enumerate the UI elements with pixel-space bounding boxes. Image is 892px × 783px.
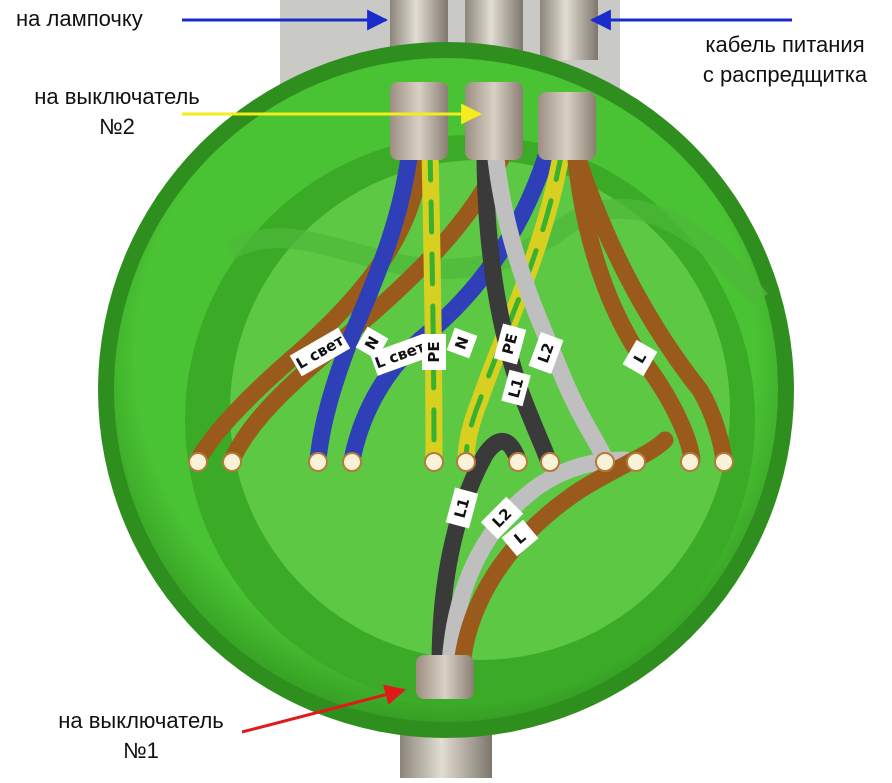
label-switch1-line2: №1 — [123, 738, 159, 763]
tip-5 — [424, 452, 444, 472]
svg-text:L2: L2 — [534, 341, 558, 366]
tag-pe-1: PE — [422, 334, 446, 370]
wire-pe-1-stripe — [427, 147, 437, 463]
svg-text:L1: L1 — [451, 496, 474, 520]
top-conduits — [390, 0, 598, 60]
tip-1 — [188, 452, 208, 472]
label-switch1: на выключатель №1 — [26, 706, 256, 766]
tag-pe-2: PE — [493, 323, 527, 365]
wire-brown-l-right-2 — [566, 141, 733, 469]
tip-12 — [714, 452, 734, 472]
sleeve-switch1 — [416, 655, 474, 699]
tip-11 — [680, 452, 700, 472]
tip-10 — [626, 452, 646, 472]
annotation-arrows — [182, 9, 792, 734]
sleeve-switch2 — [465, 82, 523, 160]
tag-l-bottom: L — [501, 519, 539, 557]
tag-n-2: N — [446, 327, 478, 359]
wire-blue-n-1 — [309, 141, 419, 469]
cable-sleeves — [390, 82, 596, 699]
tip-6 — [456, 452, 476, 472]
wire-brown-lsvet-1 — [189, 141, 429, 469]
tip-8 — [540, 452, 560, 472]
label-power-cable-line1: кабель питания — [705, 32, 865, 57]
wire-grey-l2-bottom — [441, 451, 634, 674]
wire-label-tags: L свет N L свет PE N PE L2 L1 — [289, 323, 658, 557]
tip-2 — [222, 452, 242, 472]
arrow-switch1 — [241, 684, 407, 734]
svg-text:L1: L1 — [505, 376, 528, 400]
tip-7 — [508, 452, 528, 472]
svg-text:PE: PE — [425, 341, 443, 362]
svg-text:PE: PE — [499, 331, 522, 356]
sleeve-lamp — [390, 82, 448, 160]
wire-black-l1-bottom — [431, 433, 527, 674]
tag-l2-top: L2 — [528, 331, 564, 375]
tip-9 — [595, 452, 615, 472]
conduit-power — [540, 0, 598, 60]
label-switch2-line2: №2 — [99, 114, 135, 139]
tip-4 — [342, 452, 362, 472]
label-power-cable-line2: с распредщитка — [702, 62, 868, 87]
label-lamp: на лампочку — [16, 6, 143, 31]
svg-text:N: N — [451, 334, 472, 352]
tag-l-right: L — [622, 339, 658, 377]
label-power-cable: кабель питания с распредщитка — [690, 30, 880, 90]
wire-pe-2-stripe — [463, 147, 565, 463]
tag-l1-top: L1 — [501, 369, 531, 407]
label-switch2-line1: на выключатель — [34, 84, 200, 109]
label-switch2: на выключатель №2 — [12, 82, 222, 142]
wire-tips — [188, 452, 734, 472]
label-switch1-line1: на выключатель — [58, 708, 224, 733]
sleeve-power — [538, 92, 596, 160]
tag-l1-bottom: L1 — [445, 487, 479, 529]
tip-3 — [308, 452, 328, 472]
